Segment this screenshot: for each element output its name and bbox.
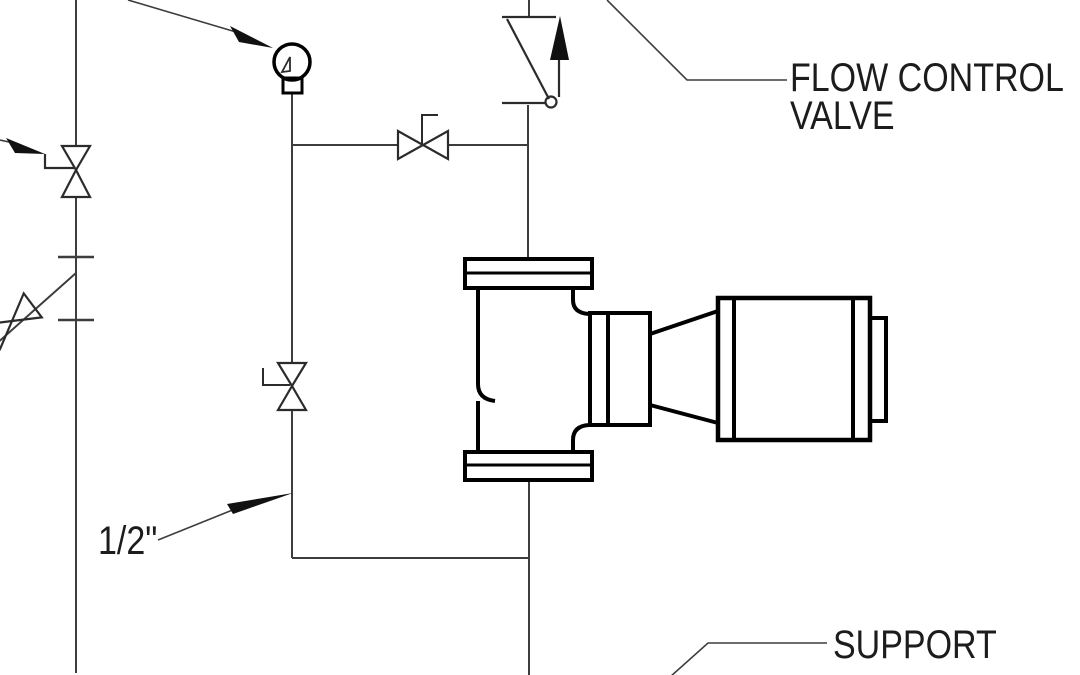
left-valve-leader-arrow (0, 138, 74, 170)
support-label-leader (671, 642, 827, 675)
motor-body (715, 295, 873, 443)
pipe-size-label: 1/2" (98, 519, 158, 563)
flanged-tee-fitting (463, 257, 719, 482)
diagonal-branch-pipe (0, 272, 77, 342)
actuator-cone (649, 309, 719, 425)
support-label: SUPPORT (833, 623, 997, 667)
flow-control-valve-icon (502, 15, 569, 109)
stem-arrow-head (550, 16, 569, 60)
tee-body (476, 288, 590, 452)
gauge-needle (280, 56, 291, 74)
flow-control-valve-label-line1: FLOW CONTROL (790, 56, 1064, 100)
gauge-leader-arrow (127, 0, 273, 48)
leader-lines (0, 0, 827, 675)
valve-symbols (0, 15, 569, 412)
bypass-gate-valve-icon (396, 114, 450, 161)
pipe-lines (0, 0, 530, 675)
flow-control-valve-label: FLOW CONTROL VALVE (790, 56, 1064, 138)
gate-valve-gauge-pipe-icon (262, 361, 308, 412)
tee-bottom-flange (463, 450, 594, 482)
diagonal-branch-valve-icon (0, 291, 44, 351)
gauge-base (281, 76, 304, 95)
valve-stem (421, 114, 438, 144)
tee-top-flange (463, 257, 594, 290)
gauge-dial (272, 42, 312, 82)
valve-actuator-motor (715, 295, 888, 443)
pipe-size-leader-arrow (157, 493, 293, 541)
flow-control-valve-label-line2: VALVE (790, 94, 895, 138)
valve-stem (262, 368, 290, 386)
pressure-gauge-icon (272, 42, 312, 95)
branch-flange (588, 311, 652, 427)
gate-valve-left-riser-icon (60, 144, 92, 199)
motor-end-cap (868, 316, 888, 423)
flow-control-label-leader (606, 0, 787, 81)
